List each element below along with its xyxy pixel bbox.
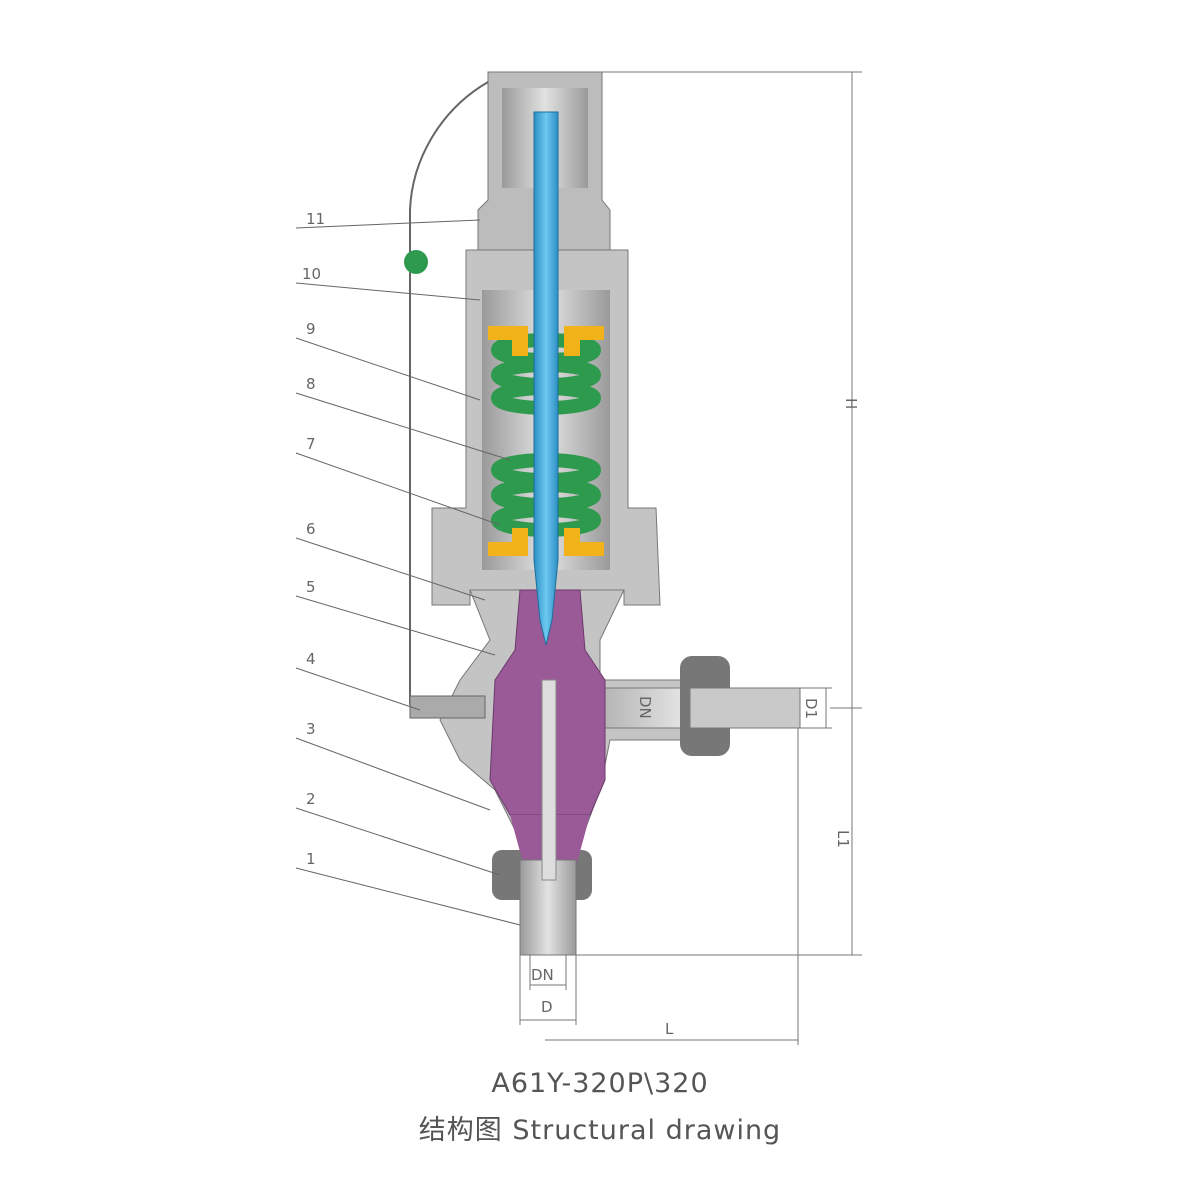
dim-H: H [842, 398, 860, 409]
upper-spring-seat [488, 326, 604, 356]
leader-lines [295, 219, 521, 926]
part-label-10: 10 [302, 265, 321, 283]
part-label-5: 5 [306, 578, 316, 596]
part-labels: 11 10 9 8 7 6 5 4 3 2 1 [302, 210, 325, 868]
lead-seal [404, 250, 428, 274]
dim-DN: DN [531, 966, 554, 984]
lower-spring-seat [488, 528, 604, 556]
dim-L: L [665, 1020, 674, 1038]
adjusting-bolt [409, 695, 486, 719]
part-label-8: 8 [306, 375, 316, 393]
dimension-labels: H L1 D1 DN DN D L [531, 398, 860, 1038]
dimension-lines [519, 71, 862, 1045]
part-label-2: 2 [306, 790, 316, 808]
dim-D: D [541, 998, 553, 1016]
dim-DN-outlet: DN [636, 696, 654, 719]
valve-stem [533, 111, 559, 646]
part-label-4: 4 [306, 650, 316, 668]
part-label-1: 1 [306, 850, 316, 868]
dim-L1: L1 [834, 830, 852, 848]
part-label-7: 7 [306, 435, 316, 453]
part-label-3: 3 [306, 720, 316, 738]
part-label-6: 6 [306, 520, 316, 538]
model-caption: A61Y-320P\320 [491, 1068, 709, 1099]
part-label-9: 9 [306, 320, 316, 338]
dim-D1: D1 [802, 698, 820, 719]
drawing-title: 结构图 Structural drawing [418, 1115, 782, 1146]
part-label-11: 11 [306, 210, 325, 228]
seal-wire [409, 81, 489, 705]
